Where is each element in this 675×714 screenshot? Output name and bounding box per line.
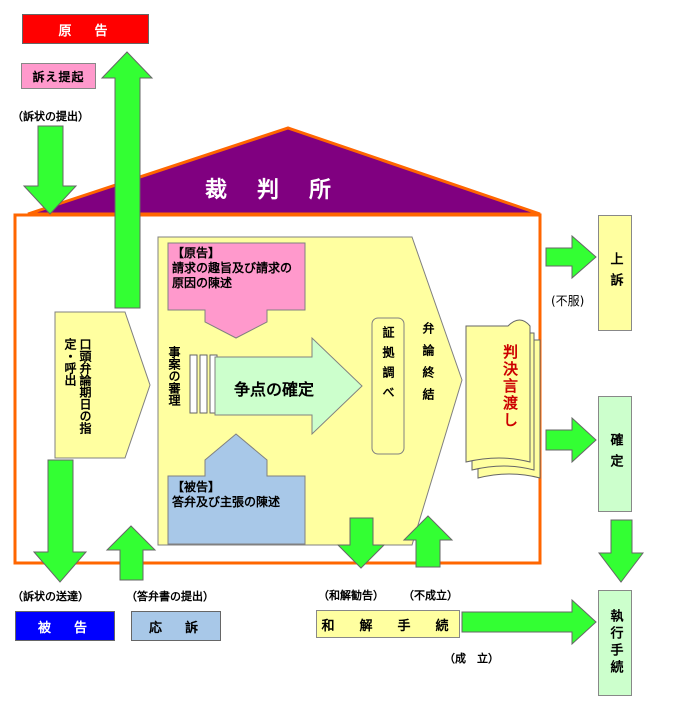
settlement-box: 和 解 手 続 (316, 610, 460, 638)
finalized-label: 確定 (607, 433, 623, 475)
close-argument-label: 弁論終結 (421, 322, 435, 410)
arrow-down-enforcement (597, 519, 645, 583)
arrow-right-finalized (545, 416, 597, 464)
defendant-label: 被 告 (37, 620, 92, 636)
arrow-down-delivery (32, 459, 88, 583)
issue-confirm-label: 争点の確定 (234, 380, 315, 399)
arrow-up-answer (105, 525, 157, 581)
filing-box: 訴え提起 (21, 63, 96, 89)
plaintiff-claim-text: 【原告】 請求の趣旨及び請求の原因の陳述 (172, 246, 302, 291)
arrow-up-to-plaintiff (100, 51, 154, 309)
evidence-box (371, 317, 405, 455)
evidence-label: 証拠調べ (381, 326, 395, 406)
judgment-doc-1 (465, 319, 531, 463)
oral-date-label: 口頭弁論期日の指定・呼出 (63, 338, 92, 434)
arrow-up-not-established (402, 515, 454, 568)
established-label: （成 立） (444, 652, 499, 665)
finalized-box: 確定 (598, 396, 632, 512)
complaint-delivery-label: （訴状の送達） (12, 590, 89, 603)
plaintiff-claim-body: 請求の趣旨及び請求の原因の陳述 (172, 261, 293, 290)
defendant-box: 被 告 (15, 611, 115, 641)
review-bar-2 (199, 354, 208, 414)
arrow-right-established (461, 598, 597, 646)
answer-submit-label: （答弁書の提出） (126, 590, 214, 603)
arrow-down-settlement (336, 517, 386, 569)
enforcement-label: 執行手続 (607, 609, 623, 677)
arrow-right-appeal (545, 234, 597, 280)
plaintiff-claim-head: 【原告】 (172, 246, 221, 260)
issue-confirm-arrow (214, 336, 363, 436)
case-review-label: 事案の審理 (167, 346, 181, 406)
dissatisfied-label: (不服) (551, 294, 585, 308)
enforcement-box: 執行手続 (598, 590, 632, 696)
not-established-label: （不成立） (403, 589, 458, 602)
arrow-down-complaint (22, 125, 78, 215)
filing-label: 訴え提起 (32, 69, 85, 84)
response-box: 応 訴 (131, 611, 221, 641)
oral-date-shape (54, 311, 151, 459)
defendant-claim-body: 答弁及び主張の陳述 (172, 495, 281, 509)
judgment-label: 判決言渡し (501, 344, 519, 429)
appeal-label: 上訴 (607, 252, 623, 294)
settlement-label: 和 解 手 続 (321, 618, 455, 634)
plaintiff-box: 原 告 (22, 14, 149, 44)
plaintiff-claim-shape (167, 242, 306, 339)
defendant-claim-head: 【被告】 (172, 480, 221, 494)
settlement-advice-label: （和解勧告） (318, 589, 384, 602)
appeal-box: 上訴 (598, 215, 632, 331)
complaint-submit-label: （訴状の提出） (12, 110, 89, 123)
plaintiff-label: 原 告 (58, 23, 113, 39)
court-title: 裁 判 所 (205, 178, 336, 203)
review-bar-1 (189, 354, 198, 414)
defendant-claim-text: 【被告】 答弁及び主張の陳述 (172, 480, 302, 510)
response-label: 応 訴 (148, 620, 203, 636)
defendant-claim-shape (167, 433, 306, 545)
